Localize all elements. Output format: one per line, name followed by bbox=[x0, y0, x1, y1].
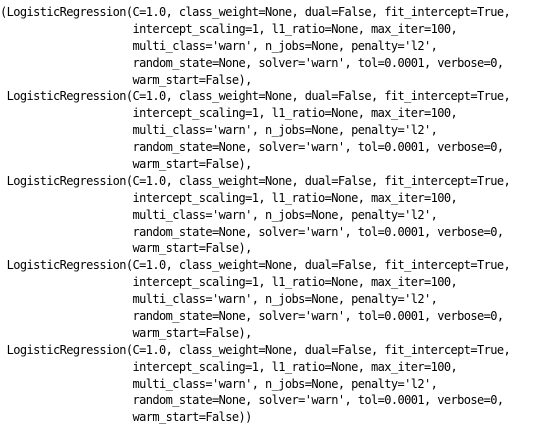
output-line: multi_class='warn', n_jobs=None, penalty… bbox=[0, 207, 438, 222]
output-line: random_state=None, solver='warn', tol=0.… bbox=[0, 393, 504, 408]
output-line: multi_class='warn', n_jobs=None, penalty… bbox=[0, 38, 438, 53]
output-line: intercept_scaling=1, l1_ratio=None, max_… bbox=[0, 190, 458, 205]
output-line: random_state=None, solver='warn', tol=0.… bbox=[0, 55, 504, 70]
output-line: warm_start=False)) bbox=[0, 410, 252, 425]
output-line: warm_start=False), bbox=[0, 157, 252, 172]
output-line: intercept_scaling=1, l1_ratio=None, max_… bbox=[0, 359, 458, 374]
output-line: warm_start=False), bbox=[0, 72, 252, 87]
output-line: random_state=None, solver='warn', tol=0.… bbox=[0, 140, 504, 155]
output-line: LogisticRegression(C=1.0, class_weight=N… bbox=[0, 89, 511, 104]
output-line: intercept_scaling=1, l1_ratio=None, max_… bbox=[0, 275, 458, 290]
cell-output: (LogisticRegression(C=1.0, class_weight=… bbox=[0, 4, 511, 426]
output-line: warm_start=False), bbox=[0, 241, 252, 256]
output-line: intercept_scaling=1, l1_ratio=None, max_… bbox=[0, 21, 458, 36]
output-line: warm_start=False), bbox=[0, 325, 252, 340]
output-line: intercept_scaling=1, l1_ratio=None, max_… bbox=[0, 106, 458, 121]
output-line: LogisticRegression(C=1.0, class_weight=N… bbox=[0, 342, 511, 357]
output-line: LogisticRegression(C=1.0, class_weight=N… bbox=[0, 173, 511, 188]
output-line: multi_class='warn', n_jobs=None, penalty… bbox=[0, 123, 438, 138]
output-line: random_state=None, solver='warn', tol=0.… bbox=[0, 309, 504, 324]
output-line: (LogisticRegression(C=1.0, class_weight=… bbox=[0, 5, 511, 19]
output-line: random_state=None, solver='warn', tol=0.… bbox=[0, 224, 504, 239]
output-line: multi_class='warn', n_jobs=None, penalty… bbox=[0, 292, 438, 307]
output-line: multi_class='warn', n_jobs=None, penalty… bbox=[0, 376, 438, 391]
output-line: LogisticRegression(C=1.0, class_weight=N… bbox=[0, 258, 511, 273]
